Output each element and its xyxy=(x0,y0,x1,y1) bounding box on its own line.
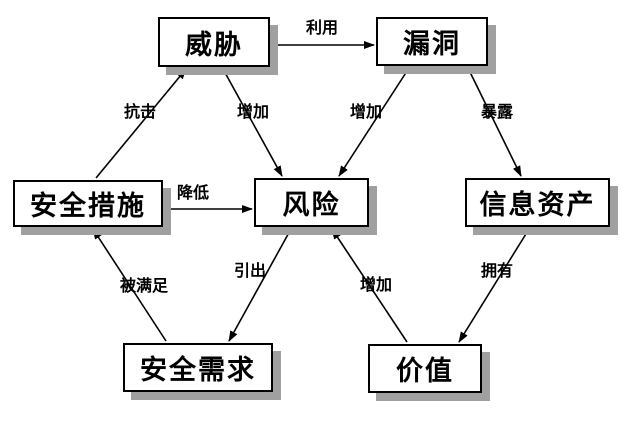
node-risk: 风险 xyxy=(254,178,369,227)
edge-derive-arrow xyxy=(228,228,292,342)
edge-label-own: 拥有 xyxy=(480,261,514,280)
edge-expose-arrow xyxy=(467,67,522,177)
edge-label-exploit: 利用 xyxy=(305,18,339,37)
edge-satisfied-arrow xyxy=(92,228,167,342)
node-value: 价值 xyxy=(368,344,482,393)
node-security-requirements: 安全需求 xyxy=(123,343,273,392)
node-vulnerability: 漏洞 xyxy=(376,17,488,66)
node-information-assets: 信息资产 xyxy=(465,178,610,227)
edge-label-resist: 抗击 xyxy=(123,102,157,121)
node-threat: 威胁 xyxy=(158,17,270,67)
edge-label-reduce: 降低 xyxy=(176,183,210,202)
edge-increase-threat-arrow xyxy=(222,68,283,177)
edge-label-increase-vuln: 增加 xyxy=(349,102,383,121)
edge-increase-vuln-arrow xyxy=(338,67,410,177)
edge-label-increase-value: 增加 xyxy=(359,275,393,294)
edge-label-satisfied: 被满足 xyxy=(119,276,169,295)
edge-label-expose: 暴露 xyxy=(480,102,514,121)
edge-label-derive: 引出 xyxy=(233,261,267,280)
edge-resist-arrow xyxy=(95,68,187,179)
node-security-measures: 安全措施 xyxy=(13,180,163,227)
edge-increase-value-arrow xyxy=(331,228,408,343)
edge-label-increase-threat: 增加 xyxy=(236,102,270,121)
edge-own-arrow xyxy=(458,228,530,343)
